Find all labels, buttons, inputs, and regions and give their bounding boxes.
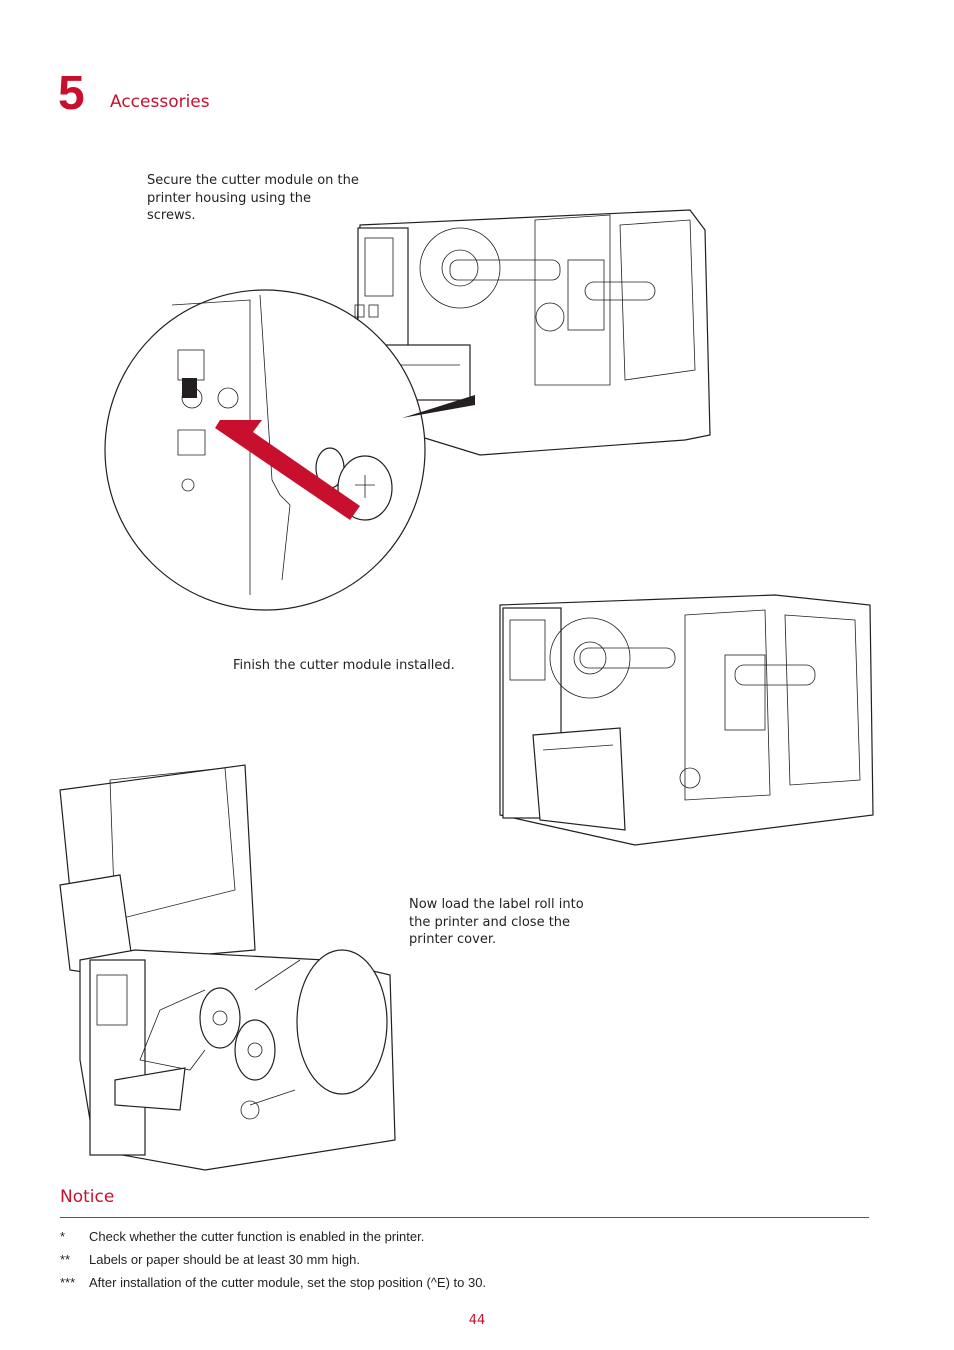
step-3-caption: Now load the label roll into the printer… [409, 897, 584, 947]
notice-item-mark: *** [60, 1275, 76, 1290]
printer-label-roll-illustration [59, 764, 396, 1171]
notice-list: * Check whether the cutter function is e… [60, 1228, 869, 1297]
step-2-caption: Finish the cutter module installed. [233, 658, 455, 673]
notice-item: ** Labels or paper should be at least 30… [60, 1251, 869, 1274]
notice-title: Notice [60, 1187, 115, 1207]
notice-item-text: Labels or paper should be at least 30 mm… [89, 1252, 361, 1267]
notice-item-mark: * [60, 1229, 66, 1244]
step-1-caption: Secure the cutter module on the printer … [147, 173, 359, 223]
notice-item: *** After installation of the cutter mod… [60, 1274, 869, 1297]
notice-item: * Check whether the cutter function is e… [60, 1228, 869, 1251]
chapter-number: 5 [58, 67, 85, 120]
notice-item-mark: ** [60, 1252, 71, 1267]
page-number: 44 [468, 1313, 486, 1328]
notice-item-text: Check whether the cutter function is ena… [89, 1229, 425, 1244]
notice-item-text: After installation of the cutter module,… [89, 1275, 487, 1290]
printer-cutter-installed-illustration [499, 594, 874, 846]
printer-cutter-screw-illustration [104, 209, 711, 611]
chapter-title: Accessories [110, 92, 210, 112]
notice-divider [60, 1217, 869, 1218]
